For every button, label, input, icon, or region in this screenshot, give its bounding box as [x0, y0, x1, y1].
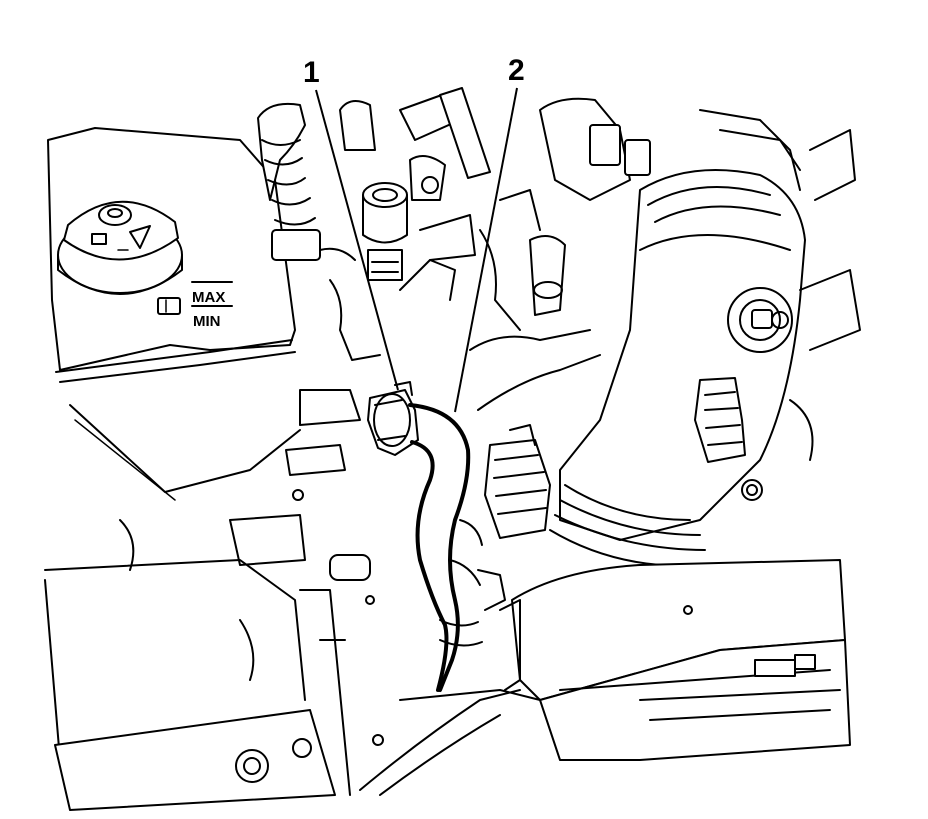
- electrical-connector-right: [694, 377, 746, 463]
- coolant-hose: [408, 403, 506, 692]
- engine-right-components: [469, 97, 861, 501]
- reservoir-min-label: MIN: [193, 313, 221, 330]
- coolant-reservoir: [47, 127, 301, 501]
- callout-1-label: 1: [303, 56, 320, 89]
- callout-2-leader: [454, 87, 518, 413]
- air-intake-duct: [549, 169, 806, 566]
- air-cleaner-housing: [499, 559, 851, 761]
- lower-frame: [44, 489, 541, 811]
- air-duct-sensor-bolt: [727, 287, 793, 353]
- harness-connector-center: [484, 424, 551, 539]
- engine-back-components: [257, 87, 491, 476]
- reservoir-max-label: MAX: [192, 289, 225, 306]
- callout-2-label: 2: [508, 54, 525, 87]
- callout-1-leader: [315, 89, 399, 391]
- reservoir-cap: [57, 200, 183, 295]
- hose-clamp: [367, 381, 419, 456]
